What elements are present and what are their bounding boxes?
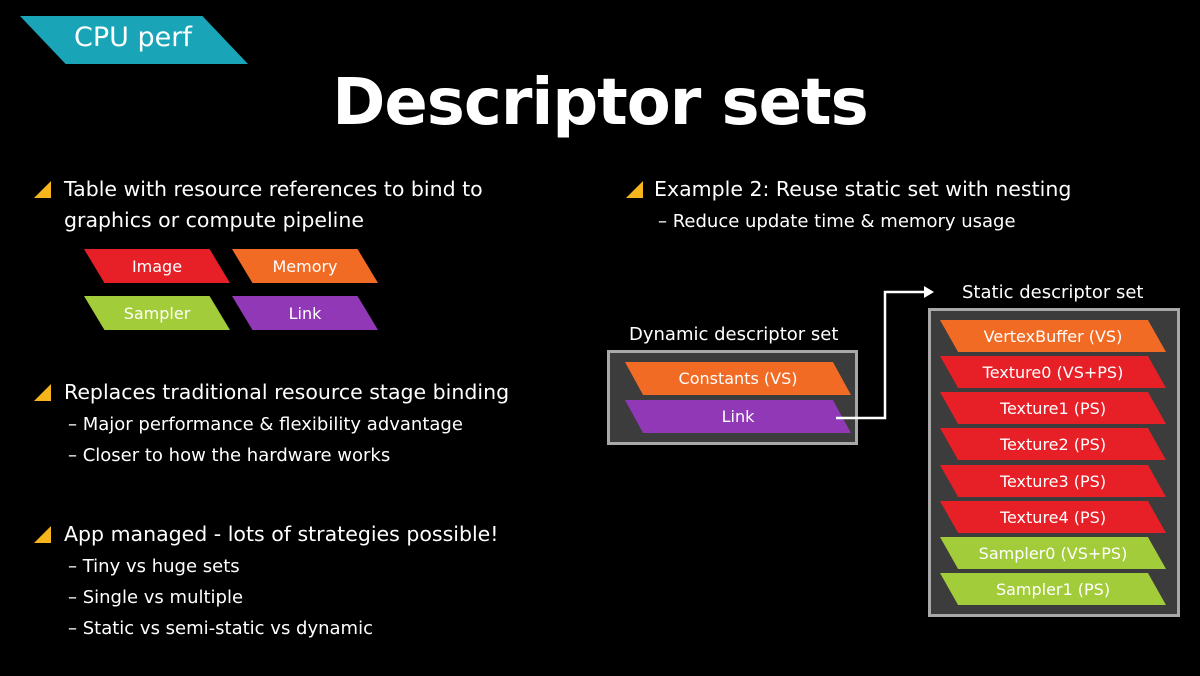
dynamic-set-title: Dynamic descriptor set bbox=[629, 324, 839, 345]
dynamic-item-link: Link bbox=[625, 400, 851, 433]
slide-title: Descriptor sets bbox=[332, 66, 868, 140]
bullet-triangle-icon bbox=[34, 181, 51, 198]
static-item-texture2: Texture2 (PS) bbox=[940, 428, 1166, 460]
chip-memory: Memory bbox=[232, 249, 378, 283]
bullet-triangle-icon bbox=[626, 181, 643, 198]
static-item-sampler1: Sampler1 (PS) bbox=[940, 573, 1166, 605]
static-set-title: Static descriptor set bbox=[962, 282, 1144, 303]
bullet-app-managed: App managed - lots of strategies possibl… bbox=[64, 522, 499, 546]
chip-link: Link bbox=[232, 296, 378, 330]
sub-bullet: – Single vs multiple bbox=[68, 587, 244, 608]
bullet-triangle-icon bbox=[34, 526, 51, 543]
sub-bullet: – Closer to how the hardware works bbox=[68, 445, 391, 466]
sub-bullet: – Major performance & flexibility advant… bbox=[68, 414, 463, 435]
section-tag-label: CPU perf bbox=[74, 22, 192, 53]
sub-bullet: – Reduce update time & memory usage bbox=[658, 211, 1016, 232]
dynamic-item-constants: Constants (VS) bbox=[625, 362, 851, 395]
static-item-vertexbuffer: VertexBuffer (VS) bbox=[940, 320, 1166, 352]
bullet-table-line1: Table with resource references to bind t… bbox=[64, 177, 483, 201]
chip-sampler: Sampler bbox=[84, 296, 230, 330]
bullet-table-line2: graphics or compute pipeline bbox=[64, 208, 364, 232]
bullet-table: Table with resource references to bind t… bbox=[64, 174, 483, 236]
chip-image: Image bbox=[84, 249, 230, 283]
static-item-texture1: Texture1 (PS) bbox=[940, 392, 1166, 424]
bullet-triangle-icon bbox=[34, 384, 51, 401]
static-item-texture3: Texture3 (PS) bbox=[940, 465, 1166, 497]
static-item-texture0: Texture0 (VS+PS) bbox=[940, 356, 1166, 388]
static-item-sampler0: Sampler0 (VS+PS) bbox=[940, 537, 1166, 569]
static-set-panel bbox=[928, 308, 1180, 617]
bullet-example: Example 2: Reuse static set with nesting bbox=[654, 177, 1072, 201]
sub-bullet: – Tiny vs huge sets bbox=[68, 556, 240, 577]
sub-bullet: – Static vs semi-static vs dynamic bbox=[68, 618, 373, 639]
bullet-replaces: Replaces traditional resource stage bind… bbox=[64, 380, 510, 404]
link-arrow-icon bbox=[836, 286, 934, 420]
static-item-texture4: Texture4 (PS) bbox=[940, 501, 1166, 533]
